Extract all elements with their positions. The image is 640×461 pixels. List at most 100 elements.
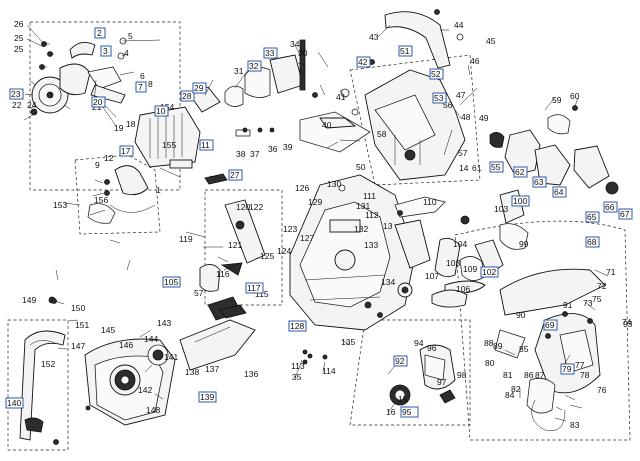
boxed-callout: 53 [432, 92, 447, 104]
callout: 34 [290, 39, 300, 49]
callout: 25 [14, 33, 24, 43]
svg-text:28: 28 [182, 91, 192, 101]
callout: 73 [583, 298, 593, 308]
boxed-callout: 23 [9, 88, 24, 100]
boxed-callout: 92 [393, 355, 408, 367]
callout: 86 [524, 370, 534, 380]
callout: 57 [194, 288, 204, 298]
boxed-callout: 27 [228, 169, 243, 181]
brake-band-parts [199, 199, 266, 319]
callout: 150 [71, 303, 85, 313]
callout: 97 [437, 377, 447, 387]
callout: 71 [606, 267, 616, 277]
boxed-callout: 20 [91, 96, 106, 108]
svg-text:105: 105 [164, 277, 178, 287]
callout: 153 [53, 200, 67, 210]
callout: 91 [563, 300, 573, 310]
callout: 31 [234, 66, 244, 76]
callout: 110 [423, 197, 437, 207]
flywheel-assembly [29, 41, 126, 116]
callout: 58 [377, 129, 387, 139]
boxed-callout: 128 [288, 320, 307, 332]
svg-text:68: 68 [587, 237, 597, 247]
callout: 133 [364, 240, 378, 250]
svg-text:79: 79 [562, 364, 572, 374]
boxed-callout: 100 [511, 195, 530, 207]
callout: 26 [14, 19, 24, 29]
callout: 38 [236, 149, 246, 159]
callout: 146 [119, 340, 133, 350]
callout: 46 [470, 56, 480, 66]
svg-text:140: 140 [7, 398, 21, 408]
callout: 13 [383, 221, 393, 231]
callout: 83 [570, 420, 580, 430]
boxed-callout: 65 [585, 211, 600, 223]
boxed-callout: 95 [400, 406, 419, 418]
main-housing [289, 174, 446, 331]
callout: 107 [425, 271, 439, 281]
callout: 152 [41, 359, 55, 369]
callout: 138 [185, 367, 199, 377]
svg-text:52: 52 [431, 69, 441, 79]
svg-text:7: 7 [138, 82, 143, 92]
callout: 113 [291, 361, 305, 371]
callout: 93 [623, 319, 633, 329]
callout: 18 [126, 119, 136, 129]
callout: 74 [622, 317, 632, 327]
svg-text:11: 11 [201, 140, 210, 150]
callout: 90 [516, 310, 526, 320]
callout: 124 [277, 246, 291, 256]
callout: 75 [592, 294, 602, 304]
callout: 130 [327, 179, 341, 189]
callout: 9 [95, 160, 100, 170]
boxed-callout: 64 [552, 186, 567, 198]
callout: 116 [216, 269, 230, 279]
svg-text:117: 117 [247, 283, 261, 293]
callout: 151 [75, 320, 89, 330]
svg-text:53: 53 [434, 93, 444, 103]
callout: 76 [597, 385, 607, 395]
callout: 15 [398, 394, 408, 404]
callout: 77 [575, 360, 585, 370]
group-outlines [7, 21, 631, 451]
callout: 108 [446, 258, 460, 268]
svg-text:63: 63 [534, 177, 544, 187]
svg-text:62: 62 [515, 167, 525, 177]
boxed-callout: 7 [135, 81, 147, 93]
clutch-side-cover [494, 268, 606, 432]
boxed-callout: 105 [162, 276, 181, 288]
svg-text:32: 32 [249, 61, 259, 71]
boxed-callout: 79 [560, 363, 575, 375]
callout: 143 [157, 318, 171, 328]
callout: 109 [463, 264, 477, 274]
callout: 129 [308, 197, 322, 207]
callout: 56 [443, 100, 453, 110]
callout: 41 [336, 92, 346, 102]
boxed-callout: 11 [199, 139, 214, 151]
callout: 12 [104, 153, 114, 163]
callout: 57 [458, 148, 468, 158]
callout: 155 [162, 140, 176, 150]
svg-text:139: 139 [200, 392, 214, 402]
callout: 5 [128, 31, 133, 41]
callout: 88 [484, 338, 494, 348]
callout: 45 [486, 36, 496, 46]
callout: 119 [179, 234, 193, 244]
callout: 8 [148, 79, 153, 89]
callout: 144 [144, 334, 158, 344]
callout: 122 [249, 202, 263, 212]
svg-text:51: 51 [400, 46, 410, 56]
callout: 19 [114, 123, 124, 133]
callout: 80 [485, 358, 495, 368]
svg-text:64: 64 [554, 187, 564, 197]
svg-text:95: 95 [402, 407, 412, 417]
leader-lines [23, 24, 609, 422]
boxed-callout: 67 [618, 208, 633, 220]
callout: 112 [365, 210, 379, 220]
svg-text:17: 17 [121, 146, 131, 156]
callout: 22 [12, 100, 22, 110]
callout: 60 [570, 91, 580, 101]
callout: 84 [505, 390, 515, 400]
callout: 36 [268, 144, 278, 154]
